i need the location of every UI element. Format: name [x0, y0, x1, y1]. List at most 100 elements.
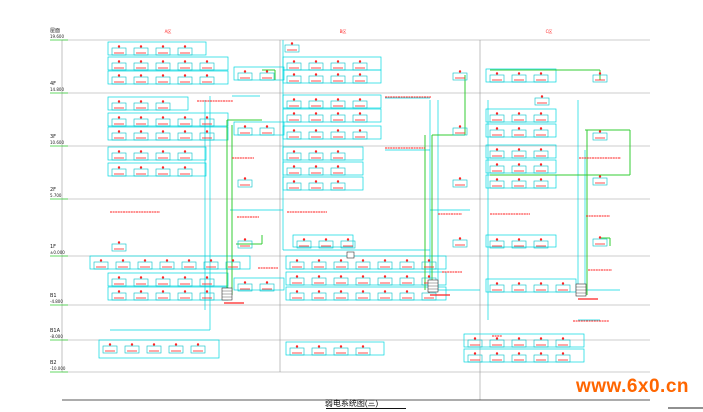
device-dot — [361, 259, 365, 262]
device-dot — [152, 343, 156, 346]
outlet-box — [311, 261, 327, 270]
device-dot — [539, 72, 543, 75]
outlet-box — [452, 179, 468, 188]
device-dot — [539, 127, 543, 130]
outlet-box — [296, 240, 312, 249]
outlet-box — [533, 354, 549, 363]
device-dot — [336, 180, 340, 183]
outlet-box — [352, 75, 368, 84]
device-dot — [117, 290, 121, 293]
device-dot — [117, 150, 121, 153]
outlet-box — [330, 152, 346, 161]
device-dot — [265, 70, 269, 73]
device-dot — [561, 352, 565, 355]
device-dot — [161, 74, 165, 77]
device-dot — [130, 343, 134, 346]
outlet-box — [155, 62, 171, 71]
outlet-box — [133, 152, 149, 161]
device-dot — [161, 150, 165, 153]
outlet-box — [511, 354, 527, 363]
outlet-box — [286, 114, 302, 123]
floor-elevation: 5.700 — [50, 193, 62, 198]
outlet-box — [311, 277, 327, 286]
column-header: C区 — [546, 29, 553, 34]
device-dot — [139, 276, 143, 279]
floor-labels: 屋面19.6004F14.8003F10.6002F5.7001F±0.000B… — [50, 28, 553, 373]
floor-name: B1A — [50, 328, 61, 334]
outlet-box — [511, 150, 527, 159]
floor-name: 4F — [50, 81, 56, 87]
device-dot — [339, 290, 343, 293]
device-dot — [117, 116, 121, 119]
device-dot — [539, 282, 543, 285]
device-dot — [183, 116, 187, 119]
device-dot — [314, 98, 318, 101]
floor-elevation: -8.000 — [50, 334, 63, 339]
device-dot — [314, 165, 318, 168]
outlet-box — [199, 278, 215, 287]
outlet-box — [489, 284, 505, 293]
outlet-box — [155, 292, 171, 301]
floor-elevation: 10.600 — [50, 140, 64, 145]
device-dot — [205, 60, 209, 63]
outlet-box — [533, 339, 549, 348]
device-dot — [358, 112, 362, 115]
device-group-frame — [233, 121, 285, 136]
device-dot — [561, 337, 565, 340]
outlet-box — [308, 75, 324, 84]
outlet-box — [355, 292, 371, 301]
outlet-box — [237, 283, 253, 292]
device-dot — [161, 290, 165, 293]
outlet-box — [511, 114, 527, 123]
device-dot — [539, 112, 543, 115]
outlet-box — [511, 240, 527, 249]
device-dot — [361, 290, 365, 293]
outlet-box — [352, 62, 368, 71]
device-dot — [292, 180, 296, 183]
title-underline — [326, 408, 406, 409]
outlet-box — [511, 74, 527, 83]
outlet-box — [333, 277, 349, 286]
device-dot — [161, 116, 165, 119]
device-dot — [324, 238, 328, 241]
device-dot — [539, 163, 543, 166]
device-dot — [117, 130, 121, 133]
device-dot — [405, 290, 409, 293]
outlet-box — [330, 75, 346, 84]
device-dot — [205, 276, 209, 279]
device-dot — [361, 345, 365, 348]
outlet-box — [137, 261, 153, 270]
device-dot — [314, 73, 318, 76]
device-dot — [292, 150, 296, 153]
outlet-box — [102, 345, 118, 354]
device-dot — [139, 100, 143, 103]
device-dot — [405, 259, 409, 262]
outlet-box — [155, 118, 171, 127]
device-dot — [139, 290, 143, 293]
device-dot — [458, 125, 462, 128]
outlet-box — [289, 277, 305, 286]
outlet-box — [308, 152, 324, 161]
outlet-box — [286, 75, 302, 84]
device-dot — [117, 100, 121, 103]
outlet-box — [237, 179, 253, 188]
device-dot — [302, 238, 306, 241]
outlet-box — [111, 47, 127, 56]
outlet-box — [177, 132, 193, 141]
outlet-box — [155, 132, 171, 141]
device-dot — [495, 282, 499, 285]
device-dot — [265, 281, 269, 284]
outlet-box — [377, 261, 393, 270]
device-dot — [598, 72, 602, 75]
device-dot — [243, 238, 247, 241]
outlet-box — [333, 261, 349, 270]
floor-name: 3F — [50, 134, 56, 140]
outlet-box — [111, 62, 127, 71]
device-dot — [458, 70, 462, 73]
device-dot — [405, 275, 409, 278]
outlet-box — [237, 240, 253, 249]
device-dot — [473, 352, 477, 355]
device-dot — [339, 275, 343, 278]
outlet-box — [511, 165, 527, 174]
outlet-box — [133, 132, 149, 141]
